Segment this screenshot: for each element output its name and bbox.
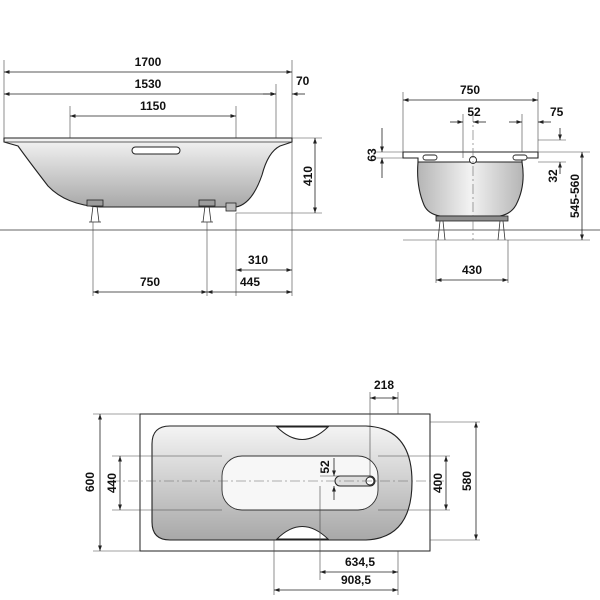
- plan-handle-bottom: [275, 526, 330, 540]
- dim-leg-span: 750: [140, 275, 160, 289]
- dim-plan-drain-offset: 52: [318, 460, 332, 474]
- dim-end-drain-offset: 52: [467, 105, 481, 119]
- plan-floor: [221, 455, 379, 511]
- dim-side-rim: 75: [550, 105, 564, 119]
- end-view: 750 52 75 63 32 545-560 430: [365, 83, 590, 283]
- side-leg-left: [86, 199, 104, 223]
- dim-total-height: 545-560: [568, 174, 582, 218]
- dim-panel-length: 1150: [140, 99, 166, 113]
- dim-base-width: 430: [462, 263, 482, 277]
- dim-rim-offset: 70: [296, 74, 310, 88]
- plan-handle-top: [275, 426, 330, 440]
- end-support-frame: [435, 215, 509, 222]
- dim-overall-length: 1700: [135, 55, 162, 69]
- side-handle-slot: [131, 146, 181, 155]
- dim-outer-width: 600: [83, 472, 97, 492]
- dim-end-to-leg: 445: [240, 275, 260, 289]
- side-view: 1700 1530 70 1150 410 310 750 445: [0, 55, 600, 296]
- end-handle-right: [512, 154, 528, 161]
- dim-handle-offset: 218: [374, 378, 394, 392]
- dim-height: 410: [301, 166, 315, 186]
- end-handle-left: [422, 154, 438, 161]
- side-waste-bump: [225, 202, 237, 212]
- dim-rim-width: 580: [460, 471, 474, 491]
- dim-handle-position: 908,5: [341, 573, 371, 587]
- dim-inner-length: 1530: [135, 77, 162, 91]
- dim-rim-thickness: 32: [546, 169, 560, 183]
- dim-drain-position: 634,5: [345, 555, 375, 569]
- dim-inner-width: 400: [431, 473, 445, 493]
- dim-waste-offset: 310: [248, 253, 268, 267]
- side-leg-right: [198, 199, 216, 223]
- end-tub-body: [417, 161, 524, 217]
- dim-end-width: 750: [460, 83, 480, 97]
- dim-rim-height: 63: [365, 148, 379, 162]
- plan-view: 218 600 440 52 400 580 634,5 908,5: [83, 378, 480, 595]
- dim-floor-width: 440: [105, 473, 119, 493]
